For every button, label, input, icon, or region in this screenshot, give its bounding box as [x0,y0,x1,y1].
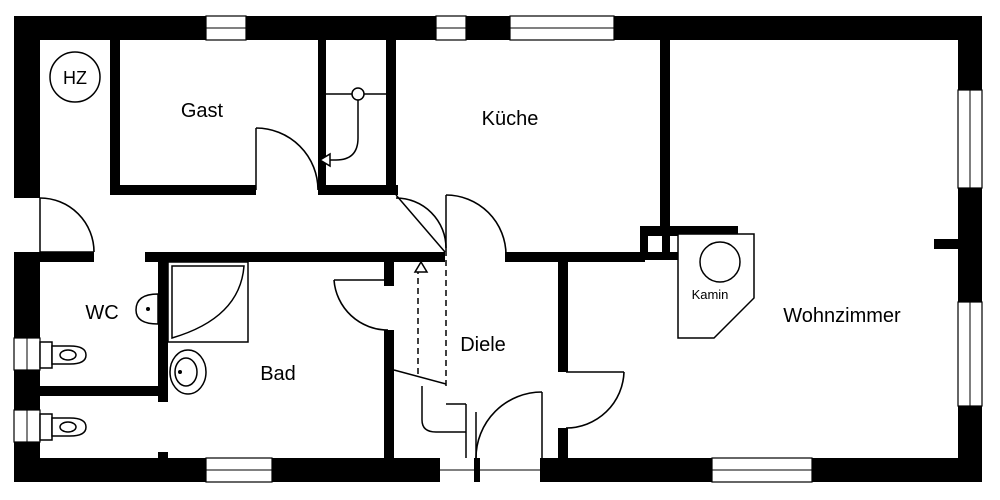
window-bottom-bad [205,457,273,483]
window-left-upper [13,337,41,371]
door-kueche [445,194,507,256]
fireplace: Kamin [677,233,755,339]
room-label-wc: WC [85,302,118,324]
room-labels: Gast Küche WC Bad Diele Wohnzimmer [85,100,901,385]
window-top-gast [205,15,247,41]
shaft-symbol [318,87,386,168]
outer-walls [14,16,982,482]
heating-label: HZ [63,68,87,88]
window-top-shaft [435,15,467,41]
window-left-lower [13,409,41,443]
window-right-upper [957,89,983,189]
room-label-diele: Diele [460,334,506,356]
heating-unit: HZ [49,51,101,103]
toilet-upper [39,341,87,369]
door-wohnzimmer [565,371,625,429]
windows [13,15,983,483]
door-entrance [475,391,543,459]
room-label-bad: Bad [260,363,296,385]
room-label-kueche: Küche [482,108,539,130]
doors [39,127,625,459]
window-bottom-wohnzimmer [711,457,813,483]
wc-sink [135,293,159,325]
room-label-wohnzimmer: Wohnzimmer [783,305,901,327]
window-top-kueche [509,15,615,41]
toilet-lower [39,413,87,441]
door-gast [255,127,319,191]
stair-symbol [393,260,467,458]
shower-tray [167,261,249,343]
door-bad [333,279,389,331]
interior-walls [14,40,960,462]
door-hall-to-diele [395,194,447,253]
fireplace-label: Kamin [692,287,729,302]
window-right-lower [957,301,983,407]
door-left-exterior [39,197,95,253]
bath-sink [169,349,207,395]
room-label-gast: Gast [181,100,224,122]
